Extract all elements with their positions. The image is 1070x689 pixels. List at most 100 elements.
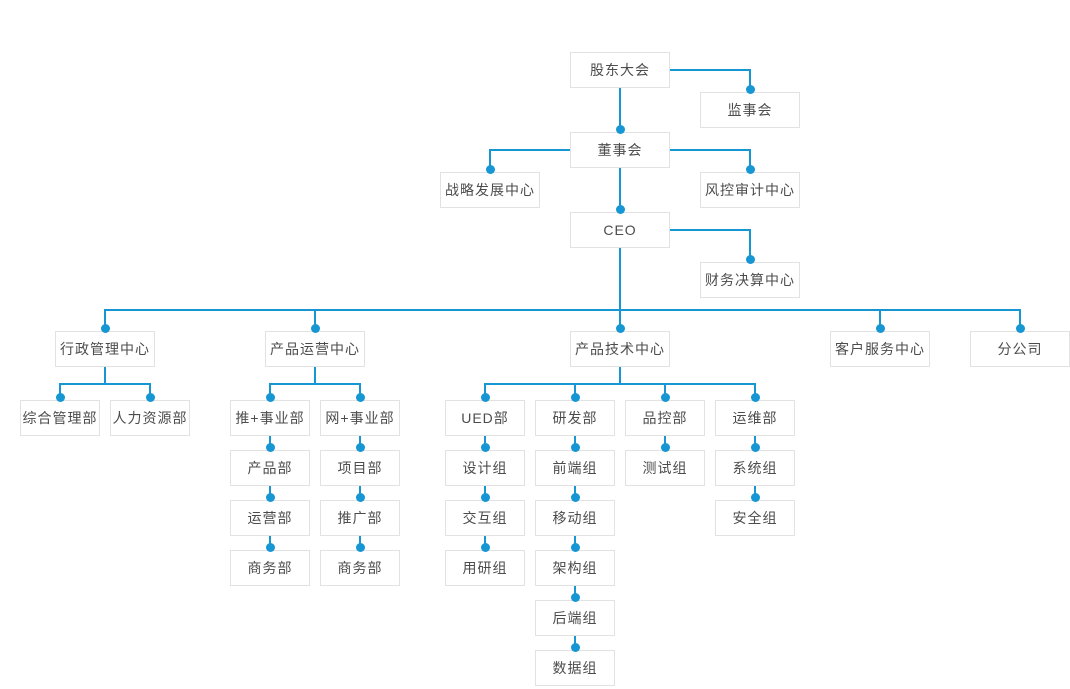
connector-dot [265, 542, 275, 552]
connector-dot [310, 323, 320, 333]
org-node-rnd-dept: 研发部 [535, 400, 615, 436]
org-node-product-tech-center: 产品技术中心 [570, 331, 670, 367]
connector-dot [570, 392, 580, 402]
connector-line [104, 367, 106, 384]
org-node-supervisory-board: 监事会 [700, 92, 800, 128]
connector-dot [615, 323, 625, 333]
connector-dot [875, 323, 885, 333]
connector-dot [745, 164, 755, 174]
org-node-tui-business-dept: 推+事业部 [230, 400, 310, 436]
connector-line [149, 384, 151, 400]
connector-dot [750, 492, 760, 502]
org-node-frontend-group: 前端组 [535, 450, 615, 486]
org-node-project-dept: 项目部 [320, 450, 400, 486]
org-node-shareholders-meeting: 股东大会 [570, 52, 670, 88]
connector-dot [480, 492, 490, 502]
org-node-user-research-group: 用研组 [445, 550, 525, 586]
connector-line [754, 384, 756, 400]
connector-dot [100, 323, 110, 333]
connector-line [484, 384, 486, 400]
org-node-backend-group: 后端组 [535, 600, 615, 636]
org-node-risk-audit-center: 风控审计中心 [700, 172, 800, 208]
connector-line [104, 309, 1021, 311]
connector-dot [570, 492, 580, 502]
connector-dot [745, 84, 755, 94]
org-node-mobile-group: 移动组 [535, 500, 615, 536]
connector-dot [265, 492, 275, 502]
connector-line [59, 383, 151, 385]
org-node-wang-business-dept: 网+事业部 [320, 400, 400, 436]
org-node-promotion-dept: 推广部 [320, 500, 400, 536]
connector-dot [265, 442, 275, 452]
org-node-product-ops-center: 产品运营中心 [265, 331, 365, 367]
connector-line [749, 150, 751, 172]
org-node-design-group: 设计组 [445, 450, 525, 486]
connector-dot [570, 642, 580, 652]
org-node-operations-dept: 运营部 [230, 500, 310, 536]
connector-dot [355, 492, 365, 502]
connector-line [619, 88, 621, 132]
org-node-product-dept: 产品部 [230, 450, 310, 486]
org-node-architecture-group: 架构组 [535, 550, 615, 586]
connector-line [314, 310, 316, 331]
connector-line [104, 310, 106, 331]
org-node-system-group: 系统组 [715, 450, 795, 486]
org-node-business-dept-1: 商务部 [230, 550, 310, 586]
connector-dot [615, 124, 625, 134]
connector-line [484, 383, 756, 385]
connector-dot [615, 204, 625, 214]
connector-line [269, 383, 361, 385]
org-node-ceo: CEO [570, 212, 670, 248]
org-node-hr-dept: 人力资源部 [110, 400, 190, 436]
org-node-strategy-dev-center: 战略发展中心 [440, 172, 540, 208]
org-node-business-dept-2: 商务部 [320, 550, 400, 586]
connector-line [619, 248, 621, 331]
connector-line [749, 70, 751, 92]
connector-dot [570, 592, 580, 602]
connector-line [574, 384, 576, 400]
org-node-security-group: 安全组 [715, 500, 795, 536]
connector-line [879, 310, 881, 331]
connector-line [749, 230, 751, 262]
connector-dot [750, 392, 760, 402]
connector-line [489, 150, 491, 172]
connector-line [59, 384, 61, 400]
connector-dot [570, 542, 580, 552]
org-node-qc-dept: 品控部 [625, 400, 705, 436]
connector-dot [480, 442, 490, 452]
connector-line [669, 229, 751, 231]
connector-line [669, 149, 751, 151]
connector-line [619, 367, 621, 384]
connector-dot [745, 254, 755, 264]
org-node-finance-settlement-center: 财务决算中心 [700, 262, 800, 298]
org-node-branch-company: 分公司 [970, 331, 1070, 367]
connector-line [489, 149, 571, 151]
connector-dot [1015, 323, 1025, 333]
connector-line [359, 384, 361, 400]
connector-dot [265, 392, 275, 402]
org-node-customer-service-center: 客户服务中心 [830, 331, 930, 367]
org-node-ops-maintenance-dept: 运维部 [715, 400, 795, 436]
connector-dot [750, 442, 760, 452]
connector-dot [660, 392, 670, 402]
connector-dot [355, 392, 365, 402]
connector-dot [145, 392, 155, 402]
connector-line [1019, 310, 1021, 331]
connector-dot [480, 392, 490, 402]
org-node-ued-dept: UED部 [445, 400, 525, 436]
org-node-board-of-directors: 董事会 [570, 132, 670, 168]
org-node-data-group: 数据组 [535, 650, 615, 686]
connector-line [269, 384, 271, 400]
connector-line [664, 384, 666, 400]
connector-dot [570, 442, 580, 452]
org-node-general-mgmt-dept: 综合管理部 [20, 400, 100, 436]
connector-dot [660, 442, 670, 452]
connector-line [619, 168, 621, 212]
org-node-interaction-group: 交互组 [445, 500, 525, 536]
connector-dot [480, 542, 490, 552]
connector-line [314, 367, 316, 384]
org-node-testing-group: 测试组 [625, 450, 705, 486]
org-node-admin-mgmt-center: 行政管理中心 [55, 331, 155, 367]
connector-dot [355, 442, 365, 452]
